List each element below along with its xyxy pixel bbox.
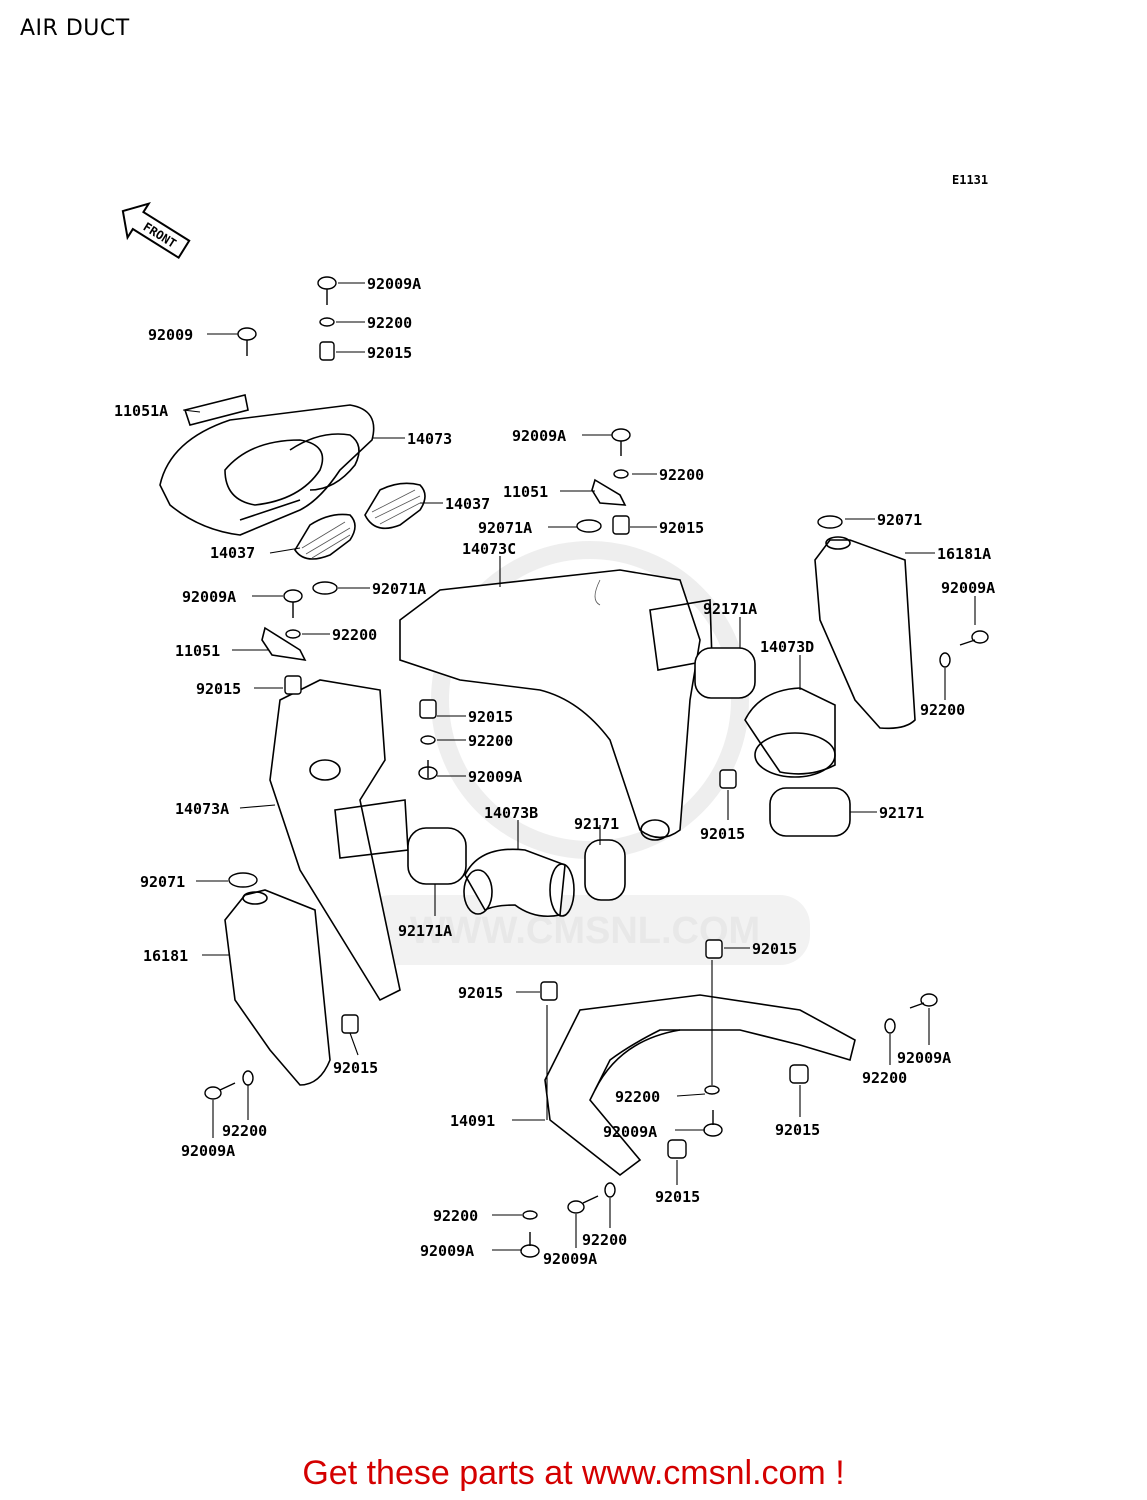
bracket-11051-upper	[591, 478, 627, 506]
part-label: 92009A	[420, 1242, 474, 1260]
tank-16181A	[814, 536, 916, 730]
clamp-92171A-right	[694, 647, 756, 699]
part-label: 92200	[433, 1207, 478, 1225]
part-label: 14073C	[462, 540, 516, 558]
part-label: 14091	[450, 1112, 495, 1130]
part-labels: 92009A 92200 92015 92009 11051A 14073 14…	[114, 275, 995, 1268]
part-label: 92015	[752, 940, 797, 958]
clamp-92171-right	[769, 787, 851, 837]
figure-code: E1131	[952, 173, 988, 187]
part-label: 92200	[367, 314, 412, 332]
part-label: 92071A	[372, 580, 426, 598]
part-label: 92200	[659, 466, 704, 484]
fasteners	[204, 276, 989, 1258]
part-label: 92015	[333, 1059, 378, 1077]
part-label: 92015	[196, 680, 241, 698]
part-label: 92015	[775, 1121, 820, 1139]
part-label: 92009A	[468, 768, 522, 786]
part-label: 92009	[148, 326, 193, 344]
part-label: 92015	[468, 708, 513, 726]
part-label: 14073D	[760, 638, 814, 656]
clamp-92171-center	[584, 839, 626, 901]
part-label: 92200	[920, 701, 965, 719]
tank-16181	[224, 889, 331, 1086]
part-label: 92171	[879, 804, 924, 822]
part-label: 92009A	[897, 1049, 951, 1067]
part-label: 92200	[468, 732, 513, 750]
part-label: 92200	[332, 626, 377, 644]
part-label: 92009A	[543, 1250, 597, 1268]
part-label: 14073A	[175, 800, 229, 818]
part-label: 92009A	[367, 275, 421, 293]
footer-link-text[interactable]: Get these parts at www.cmsnl.com !	[302, 1454, 845, 1492]
front-duct-14073	[159, 404, 375, 536]
part-label: 92015	[659, 519, 704, 537]
part-label: 92009A	[941, 579, 995, 597]
part-label: 11051	[175, 642, 220, 660]
part-label: 92009A	[512, 427, 566, 445]
part-label: 92171A	[703, 600, 757, 618]
part-label: 14073B	[484, 804, 538, 822]
part-label: 92009A	[181, 1142, 235, 1160]
part-label: 92009A	[603, 1123, 657, 1141]
part-label: 92015	[367, 344, 412, 362]
page-title: AIR DUCT	[20, 16, 130, 41]
part-label: 92171A	[398, 922, 452, 940]
part-label: 92015	[700, 825, 745, 843]
part-label: 92009A	[182, 588, 236, 606]
parts-diagram: WWW.CMSNL.COM E1131 FRONT	[114, 173, 995, 1268]
part-labels-extra: 92200	[582, 1231, 627, 1249]
part-label: 92171	[574, 815, 619, 833]
oval-hose-14073D	[744, 687, 836, 778]
part-label: 92200	[862, 1069, 907, 1087]
part-label: 14037	[445, 495, 490, 513]
part-label: 92200	[582, 1231, 627, 1249]
front-arrow-icon: FRONT	[121, 201, 191, 260]
bent-hose-14073B	[463, 848, 575, 918]
part-label: 92071A	[478, 519, 532, 537]
grille-14037-lower	[294, 513, 356, 560]
part-label: 92071	[140, 873, 185, 891]
part-label: 14073	[407, 430, 452, 448]
part-label: 11051	[503, 483, 548, 501]
part-label: 11051A	[114, 402, 168, 420]
left-duct-14073A	[269, 679, 409, 1002]
part-label: 16181A	[937, 545, 991, 563]
part-label: 92200	[615, 1088, 660, 1106]
bracket-14091	[544, 994, 856, 1177]
grille-14037-upper	[364, 482, 426, 530]
clamp-92171A-left	[407, 827, 467, 885]
part-label: 14037	[210, 544, 255, 562]
bracket-11051-lower	[261, 626, 307, 662]
part-label: 92071	[877, 511, 922, 529]
part-label: 92015	[655, 1188, 700, 1206]
leader-lines	[182, 282, 976, 1251]
part-label: 16181	[143, 947, 188, 965]
part-label: 92200	[222, 1122, 267, 1140]
part-label: 92015	[458, 984, 503, 1002]
watermark-text: WWW.CMSNL.COM	[410, 910, 760, 952]
bracket-11051A	[183, 394, 249, 426]
